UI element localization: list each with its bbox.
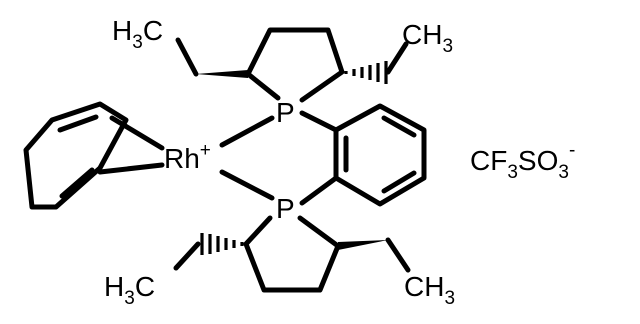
benzene-bonds [333, 103, 427, 207]
cod-bonds [23, 101, 129, 210]
ethyl-bottom-left [173, 241, 201, 271]
cod-double-bond-lower [59, 167, 95, 199]
rh-p-bond-bottom [219, 169, 275, 201]
wedge-bond-top-left [196, 70, 248, 78]
p-aryl-bond-bottom [299, 175, 339, 206]
cyclooctadiene-ring [23, 101, 165, 210]
rh-p-bond-top [219, 115, 275, 148]
cod-double-bond-upper [57, 114, 99, 133]
benzene-ring [333, 103, 427, 207]
phosphorus-label-bottom: P [276, 193, 295, 224]
benzene-inner-bond-2 [381, 170, 417, 194]
ethyl-bottom-right [385, 237, 411, 273]
cod-rh-bond-lower [97, 162, 165, 175]
p-aryl-bond-top [299, 110, 339, 133]
benzene-inner-bond-1 [381, 115, 417, 138]
wedge-bond-bottom-right [338, 240, 388, 250]
phospholane-top-ring [245, 27, 345, 103]
rhodium-label: Rh+ [164, 140, 211, 174]
hash-bond-top-right [344, 61, 388, 84]
cod-rh-bond-upper [109, 115, 165, 151]
phosphorus-label-top: P [276, 97, 295, 128]
methyl-label-top-right: CH3 [402, 19, 453, 57]
ethyl-top-left [175, 37, 199, 77]
phospholane-bottom-ring [243, 215, 341, 293]
phospholane-top [175, 27, 409, 103]
counterion-label: CF3SO3- [470, 140, 575, 183]
ethyl-top-right [385, 41, 409, 75]
methyl-label-bottom-right: CH3 [404, 271, 455, 309]
methyl-label-bottom-left: H3C [104, 271, 155, 309]
phospholane-bottom [173, 215, 411, 293]
methyl-label-top-left: H3C [112, 15, 163, 53]
hash-bond-bottom-left [200, 233, 244, 255]
